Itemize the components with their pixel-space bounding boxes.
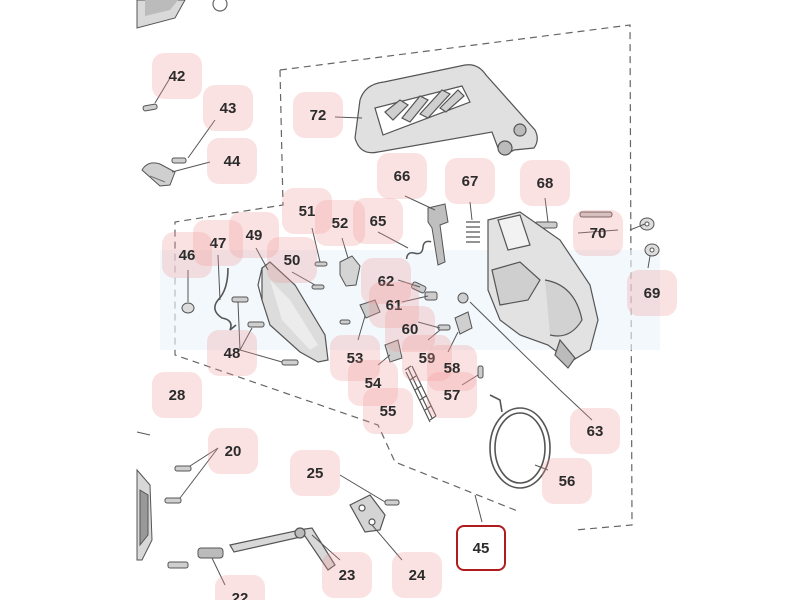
callout-25: 25 bbox=[290, 450, 340, 496]
callout-24: 24 bbox=[392, 552, 442, 598]
callout-51: 51 bbox=[282, 188, 332, 234]
callout-20: 20 bbox=[208, 428, 258, 474]
callout-58: 58 bbox=[427, 345, 477, 391]
callout-45: 45 bbox=[456, 525, 506, 571]
callout-65: 65 bbox=[353, 198, 403, 244]
callout-53: 53 bbox=[330, 335, 380, 381]
part-47-spring-clip bbox=[214, 267, 237, 331]
callout-49: 49 bbox=[229, 212, 279, 258]
parts-61-62 bbox=[359, 281, 438, 319]
callout-52: 52 bbox=[315, 200, 365, 246]
callout-68: 68 bbox=[520, 160, 570, 206]
part-22-parts bbox=[167, 547, 224, 569]
callout-28: 28 bbox=[152, 372, 202, 418]
part-44 bbox=[141, 162, 176, 187]
leader-lines bbox=[136, 77, 651, 586]
callout-23: 23 bbox=[322, 552, 372, 598]
part-55-spring bbox=[404, 365, 437, 423]
part-46-washer bbox=[181, 302, 195, 314]
callout-72: 72 bbox=[293, 92, 343, 138]
part-63-cover bbox=[487, 211, 599, 369]
callout-66: 66 bbox=[377, 153, 427, 199]
callout-70: 70 bbox=[573, 210, 623, 256]
callout-48: 48 bbox=[207, 330, 257, 376]
callout-63: 63 bbox=[570, 408, 620, 454]
part-49-lever-plate bbox=[257, 261, 329, 363]
part-57-pin bbox=[477, 365, 484, 379]
callout-59: 59 bbox=[402, 335, 452, 381]
callout-55: 55 bbox=[363, 388, 413, 434]
part-66-brake-lever bbox=[427, 203, 449, 266]
callout-69: 69 bbox=[627, 270, 677, 316]
part-23-rod bbox=[229, 527, 336, 571]
callout-47: 47 bbox=[193, 220, 243, 266]
callout-56: 56 bbox=[542, 458, 592, 504]
part-24-bracket bbox=[349, 494, 386, 533]
callout-50: 50 bbox=[267, 237, 317, 283]
callout-60: 60 bbox=[385, 306, 435, 352]
callout-62: 62 bbox=[361, 258, 411, 304]
callout-22: 22 bbox=[215, 575, 265, 600]
left-edge-parts bbox=[136, 468, 153, 561]
part-52 bbox=[339, 255, 361, 287]
screws bbox=[142, 103, 613, 506]
callout-57: 57 bbox=[427, 372, 477, 418]
callout-43: 43 bbox=[203, 85, 253, 131]
callout-46: 46 bbox=[162, 232, 212, 278]
top-corner-part bbox=[136, 0, 228, 29]
callout-61: 61 bbox=[369, 282, 419, 328]
parts-58-60 bbox=[437, 292, 473, 335]
part-67-spring bbox=[466, 221, 480, 243]
callout-54: 54 bbox=[348, 360, 398, 406]
callout-42: 42 bbox=[152, 53, 202, 99]
part-72-handle bbox=[354, 64, 538, 156]
part-65-spring bbox=[405, 240, 432, 260]
callout-44: 44 bbox=[207, 138, 257, 184]
callout-67: 67 bbox=[445, 158, 495, 204]
part-56-brake-band bbox=[489, 394, 551, 489]
part-69-washers bbox=[639, 217, 660, 257]
